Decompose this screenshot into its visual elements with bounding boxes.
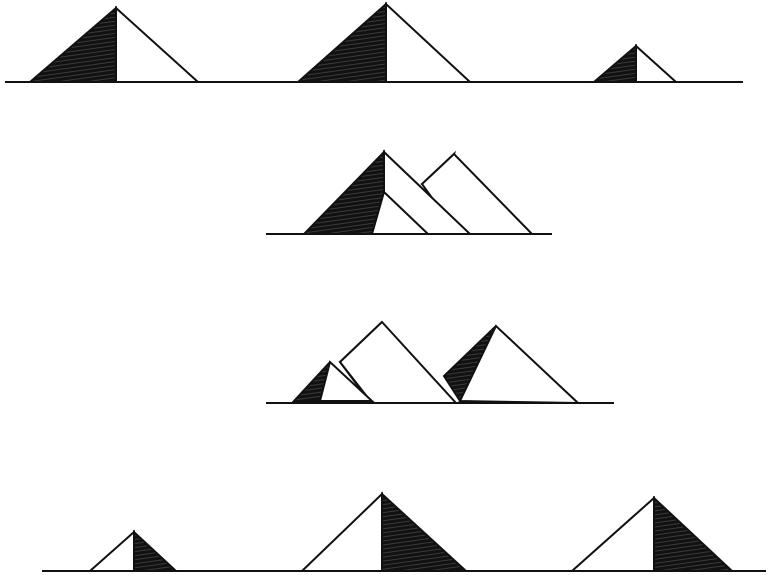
row-4 <box>42 494 766 571</box>
lit-face <box>302 494 382 571</box>
lit-face <box>386 4 470 82</box>
row-1 <box>5 4 743 82</box>
lit-face <box>572 498 654 571</box>
shaded-face <box>654 498 732 571</box>
pyramid <box>572 498 732 571</box>
shaded-face <box>594 46 636 82</box>
row-2 <box>266 152 552 234</box>
shaded-face <box>30 8 116 82</box>
lit-face <box>460 326 578 403</box>
pyramid <box>90 532 176 571</box>
pyramid <box>302 494 466 571</box>
lit-face <box>116 8 198 82</box>
shaded-face <box>304 152 384 234</box>
shaded-face <box>298 4 386 82</box>
pyramid <box>444 326 578 403</box>
lit-face <box>636 46 676 82</box>
row-3 <box>266 322 614 403</box>
shaded-face <box>134 532 176 571</box>
pyramid <box>30 8 198 82</box>
pyramid <box>298 4 470 82</box>
pyramid <box>594 46 676 82</box>
lit-face <box>90 532 134 571</box>
shaded-face <box>382 494 466 571</box>
